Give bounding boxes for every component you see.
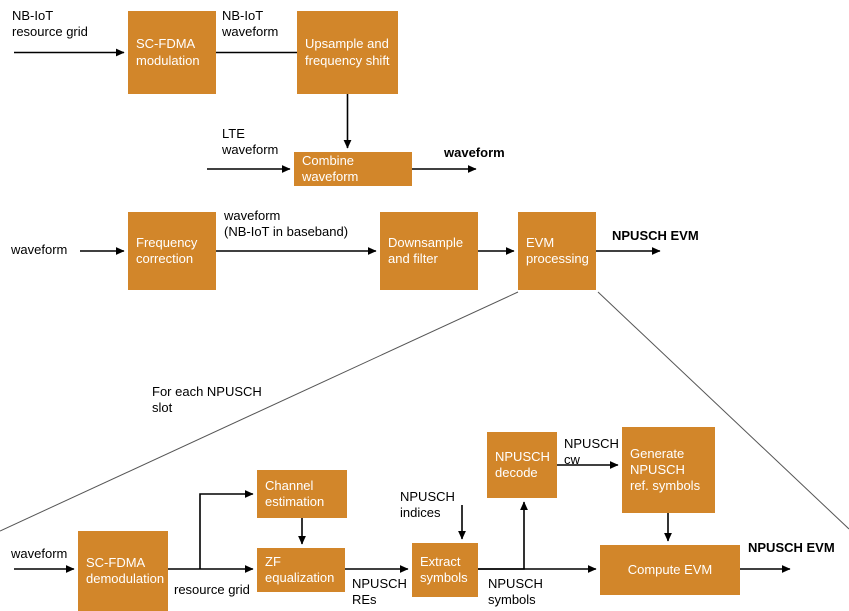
block-upsample-frequency-shift[interactable]: Upsample and frequency shift <box>297 11 398 94</box>
label-npusch-res: NPUSCH REs <box>352 576 407 608</box>
block-evm-processing-label: EVM processing <box>526 234 589 266</box>
block-sc-fdma-modulation-label: SC-FDMA modulation <box>136 36 200 68</box>
block-zf-equalization-label: ZF equalization <box>265 553 335 585</box>
label-nb-iot-waveform: NB-IoT waveform <box>222 8 279 40</box>
block-compute-evm[interactable]: Compute EVM <box>600 545 740 595</box>
block-channel-estimation[interactable]: Channel estimation <box>257 470 347 518</box>
block-npusch-decode-label: NPUSCH decode <box>495 448 550 480</box>
block-sc-fdma-modulation[interactable]: SC-FDMA modulation <box>128 11 216 94</box>
label-waveform-input: waveform <box>11 242 68 257</box>
label-npusch-symbols: NPUSCH symbols <box>488 576 543 608</box>
label-for-each-npusch-slot: For each NPUSCH slot <box>152 384 262 416</box>
label-npusch-indices: NPUSCH indices <box>400 489 455 521</box>
label-waveform-nb-iot-baseband: waveform (NB-IoT in baseband) <box>224 208 349 240</box>
block-sc-fdma-demodulation-label: SC-FDMA demodulation <box>86 554 165 586</box>
block-frequency-correction[interactable]: Frequency correction <box>128 212 216 290</box>
wire-extract-to-decode <box>478 501 528 570</box>
label-waveform-input-detail: waveform <box>11 546 68 561</box>
block-downsample-and-filter-label: Downsample and filter <box>388 234 464 266</box>
block-evm-processing[interactable]: EVM processing <box>518 212 596 290</box>
block-zf-equalization[interactable]: ZF equalization <box>257 548 345 592</box>
block-upsample-frequency-shift-label: Upsample and frequency shift <box>305 36 390 68</box>
label-resource-grid: resource grid <box>174 582 250 597</box>
block-npusch-decode[interactable]: NPUSCH decode <box>487 432 557 498</box>
block-generate-npusch-ref-symbols[interactable]: Generate NPUSCH ref. symbols <box>622 427 715 513</box>
block-downsample-and-filter[interactable]: Downsample and filter <box>380 212 478 290</box>
label-npusch-cw: NPUSCH cw <box>564 436 619 468</box>
block-extract-symbols-label: Extract symbols <box>420 553 468 585</box>
block-combine-waveform-label: Combine waveform <box>302 152 359 184</box>
block-combine-waveform[interactable]: Combine waveform <box>294 152 412 186</box>
label-lte-waveform: LTE waveform <box>222 126 279 158</box>
label-nb-iot-resource-grid: NB-IoT resource grid <box>12 8 88 40</box>
block-generate-npusch-ref-symbols-label: Generate NPUSCH ref. symbols <box>630 445 701 494</box>
block-sc-fdma-demodulation[interactable]: SC-FDMA demodulation <box>78 531 168 611</box>
wire-demod-to-chanest <box>199 490 254 569</box>
block-frequency-correction-label: Frequency correction <box>136 234 198 266</box>
block-compute-evm-label: Compute EVM <box>627 561 713 577</box>
block-extract-symbols[interactable]: Extract symbols <box>412 543 478 597</box>
label-waveform-output: waveform <box>444 145 505 160</box>
label-npusch-evm-output-detail: NPUSCH EVM <box>748 540 835 555</box>
block-channel-estimation-label: Channel estimation <box>265 477 325 509</box>
label-npusch-evm-output: NPUSCH EVM <box>612 228 699 243</box>
